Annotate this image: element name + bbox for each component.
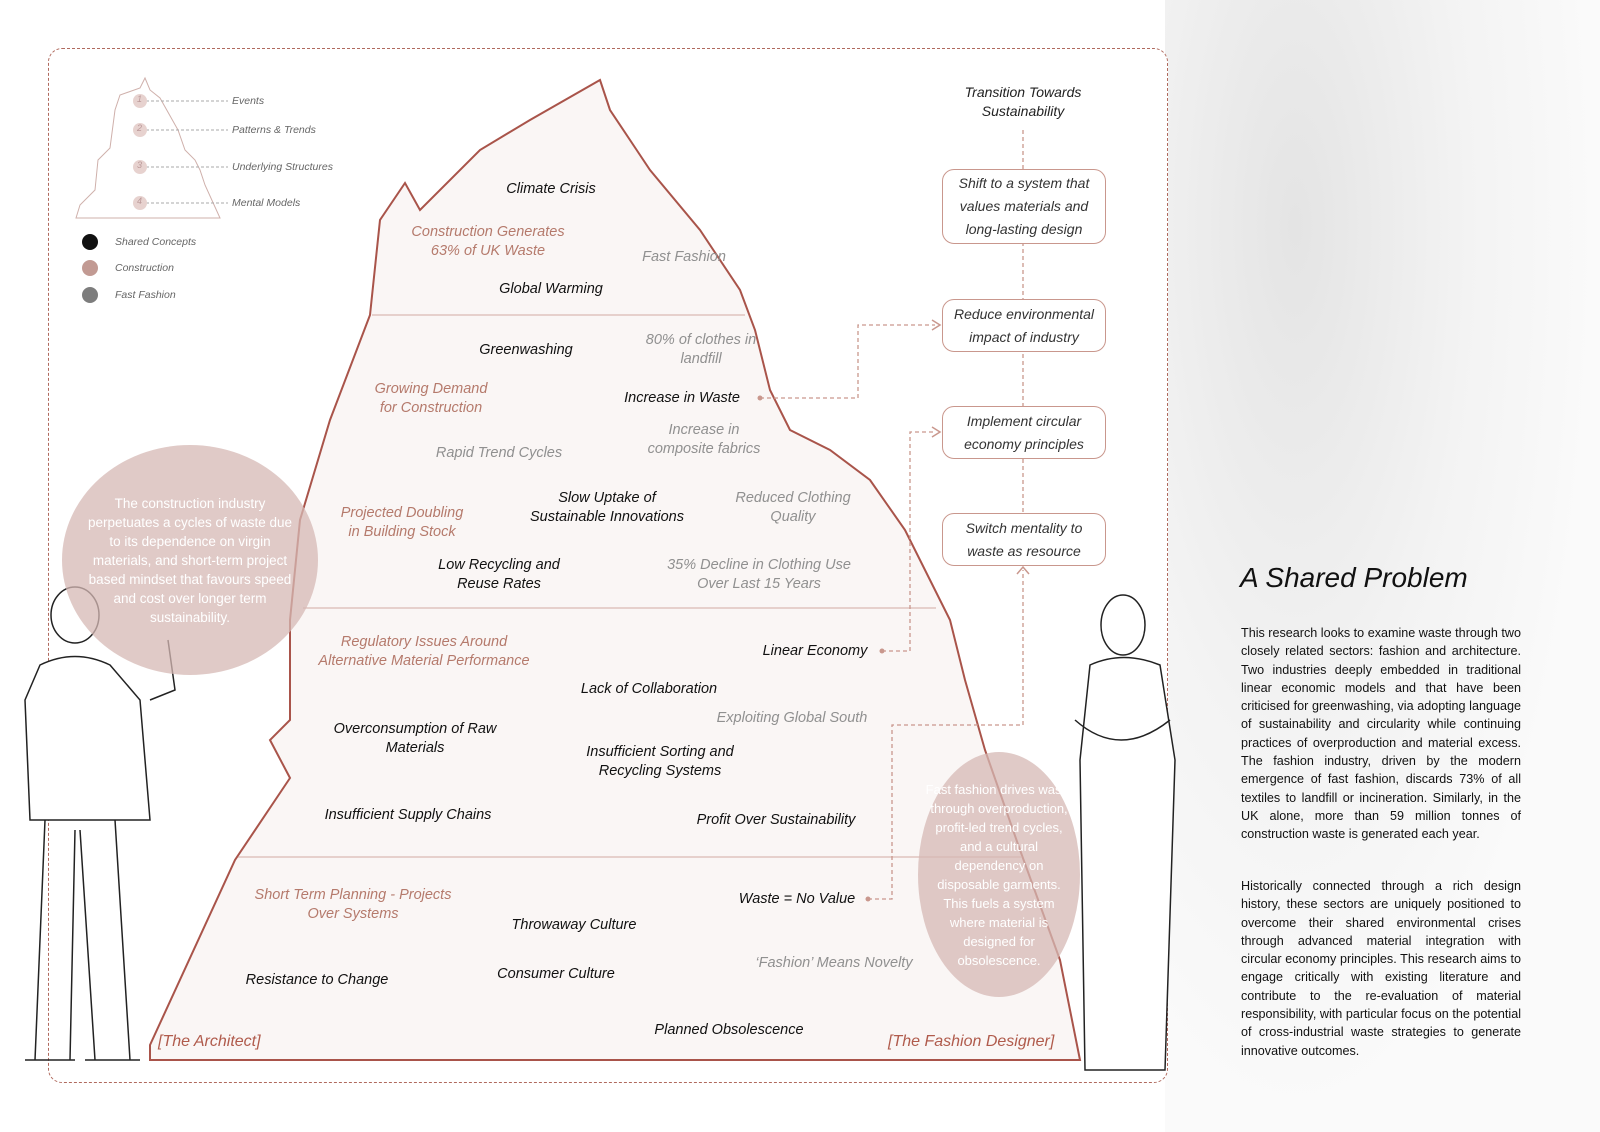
concept: ‘Fashion’ Means Novelty (755, 955, 913, 971)
fashion-swatch (82, 287, 98, 303)
legend-level-4: Mental Models (232, 197, 301, 209)
article-paragraph: Historically connected through a rich de… (1241, 879, 1521, 1058)
level-number: 2 (137, 123, 143, 133)
concept: Planned Obsolescence (654, 1022, 804, 1038)
concept: Resistance to Change (245, 972, 389, 988)
legend-level-2: Patterns & Trends (232, 124, 316, 136)
fashion-bubble: Fast fashion drives waste through overpr… (918, 752, 1080, 997)
concept: Linear Economy (762, 643, 868, 659)
construction-swatch (82, 260, 98, 276)
concept: Waste = No Value (738, 891, 856, 907)
concept: Consumer Culture (497, 966, 615, 982)
architect-bubble: The construction industry perpetuates a … (62, 445, 318, 675)
concept: Rapid Trend Cycles (435, 445, 563, 461)
concept: Greenwashing (479, 342, 573, 358)
legend-level-3: Underlying Structures (232, 161, 333, 173)
legend-fashion: Fast Fashion (115, 289, 176, 301)
legend-construction: Construction (115, 262, 174, 274)
shared-swatch (82, 234, 98, 250)
concept: Exploiting Global South (716, 710, 868, 726)
marble-texture-background (1165, 0, 1600, 1132)
concept: Lack of Collaboration (580, 681, 718, 697)
concept: Climate Crisis (506, 181, 596, 197)
legend-iceberg (75, 76, 221, 219)
designer-label: [The Fashion Designer] (888, 1033, 1055, 1050)
concept: Insufficient Supply Chains (324, 807, 492, 823)
legend-shared: Shared Concepts (115, 236, 197, 248)
concept: Fast Fashion (642, 249, 726, 265)
fashion-designer-figure (1074, 594, 1176, 1071)
concept: Throwaway Culture (511, 917, 637, 933)
architect-label: [The Architect] (158, 1033, 261, 1050)
concept: Global Warming (499, 281, 603, 297)
article-title: A Shared Problem (1240, 562, 1468, 593)
level-number: 4 (137, 196, 143, 206)
concept: Increase in Waste (624, 390, 740, 406)
level-number: 1 (137, 94, 143, 104)
article-paragraph: This research looks to examine waste thr… (1241, 626, 1521, 842)
legend-level-1: Events (232, 95, 265, 107)
level-number: 3 (137, 160, 143, 170)
concept: Profit Over Sustainability (696, 812, 856, 828)
